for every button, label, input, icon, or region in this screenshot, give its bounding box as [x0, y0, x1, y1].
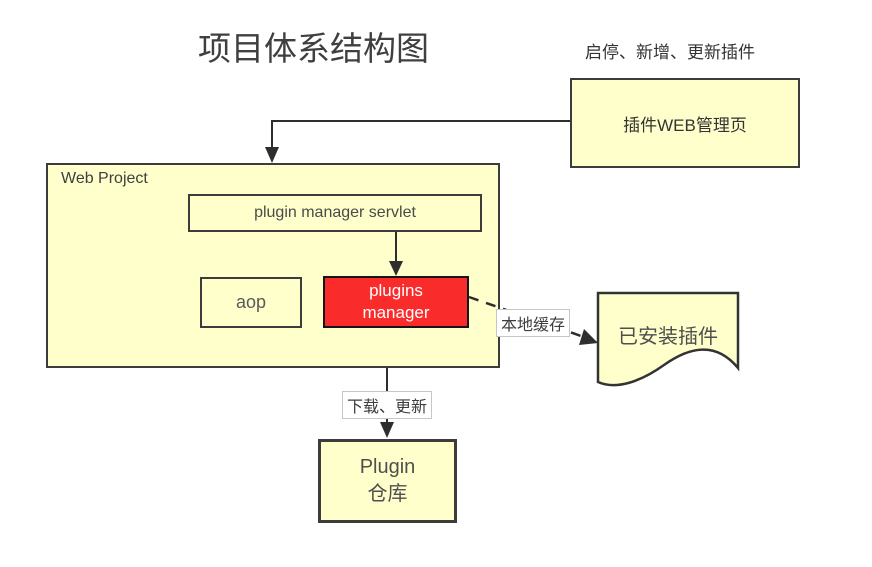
node-aop-label: aop [235, 292, 267, 312]
arrowhead-admin-to-project [265, 147, 279, 163]
node-aop: aop [200, 277, 302, 328]
node-web-admin-page-label: 插件WEB管理页 [623, 115, 747, 135]
node-web-admin-page: 插件WEB管理页 [570, 78, 800, 168]
arrowhead-manager-to-installed [579, 329, 598, 345]
node-plugin-repo-line1: Plugin [359, 456, 416, 478]
diagram-title: 项目体系结构图 [198, 30, 429, 67]
node-plugins-manager-line1: plugins [369, 280, 423, 300]
node-web-project-label: Web Project [61, 170, 148, 187]
edge-label-download-update: 下载、更新 [342, 391, 433, 419]
node-plugin-manager-servlet-label: plugin manager servlet [254, 204, 416, 221]
node-plugin-manager-servlet: plugin manager servlet [188, 194, 482, 232]
node-plugin-repo-line2: 仓库 [367, 483, 408, 505]
admin-caption: 启停、新增、更新插件 [585, 43, 755, 62]
edge-admin-to-project [271, 120, 570, 149]
node-installed-plugins-label: 已安装插件 [618, 326, 718, 348]
node-plugins-manager: plugins manager [323, 276, 469, 328]
node-plugins-manager-line2: manager [362, 303, 430, 322]
node-plugin-repo: Plugin 仓库 [318, 439, 457, 523]
arrowhead-project-to-repo [380, 422, 394, 438]
edge-label-local-cache: 本地缓存 [496, 309, 571, 337]
